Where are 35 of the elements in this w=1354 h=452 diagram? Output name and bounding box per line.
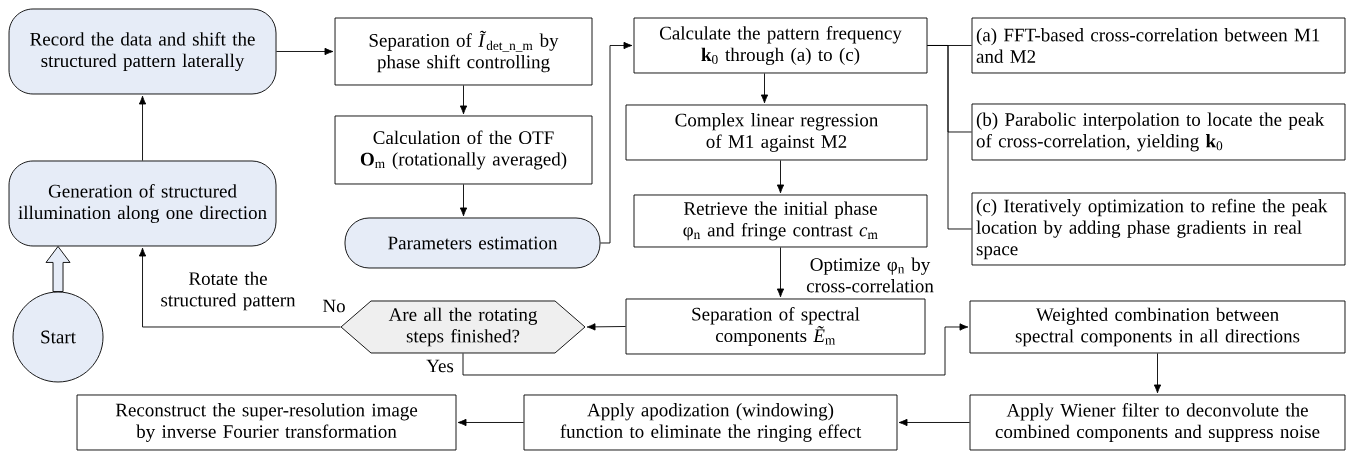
note-box: (c) Iteratively optimization to refine the peak location by adding phase gradients in real space	[971, 192, 1346, 266]
process-box: Parameters estimation	[344, 217, 601, 269]
process-box: Retrieve the initial phase φ$_{n}$ and fringe contrast c$_{m}$	[633, 194, 928, 248]
arrow	[586, 323, 626, 331]
arrow	[600, 41, 633, 244]
note-box: (a) FFT-based cross-correlation between M1 and M2	[971, 17, 1346, 74]
process-box: Calculate the pattern frequency k$_{0}$ through (a) to (c)	[633, 17, 928, 74]
note-box: (b) Parabolic interpolation to locate the peak of cross-correlation, yielding k$_{0}$	[971, 103, 1346, 161]
edge-label: Yes	[426, 359, 454, 373]
arrow	[138, 247, 341, 328]
connector-line	[927, 45, 972, 230]
process-box: Separation of spectral components Ẽ$_{m}$	[625, 298, 926, 355]
arrow	[138, 95, 147, 161]
process-box: Calculation of the OTF O$_{m}$ (rotationally averaged)	[334, 115, 593, 185]
arrow	[457, 418, 524, 427]
arrow	[459, 184, 468, 217]
arrow	[898, 418, 970, 427]
arrow	[776, 247, 785, 298]
process-box: Generation of structured illumination along one direction	[8, 160, 277, 247]
hollow-arrow	[45, 246, 71, 292]
process-box: Reconstruct the super-resolution image by inverse Fourier transformation	[76, 394, 457, 451]
arrow	[462, 323, 969, 376]
arrow	[1153, 353, 1162, 394]
arrow	[276, 47, 334, 56]
process-box: Weighted combination between spectral components in all directions	[969, 300, 1346, 354]
process-box: Complex linear regression of M1 against M2	[625, 104, 928, 161]
process-box: Apply apodization (windowing) function to eliminate the ringing effect	[523, 394, 898, 451]
edge-label: Optimize φ$_{n}$ by cross-correlation	[806, 257, 934, 293]
process-box: Record the data and shift the structured pattern laterally	[8, 8, 277, 95]
arrow	[760, 73, 769, 104]
arrow	[459, 85, 468, 115]
process-box: Apply Wiener filter to deconvolute the combined components and suppress noise	[969, 394, 1346, 451]
process-box: Separation of Ĩ$_{det_n_m}$ by phase shift controlling	[334, 17, 593, 86]
arrow	[776, 160, 785, 194]
note-text: Rotate the structured pattern	[161, 271, 296, 311]
